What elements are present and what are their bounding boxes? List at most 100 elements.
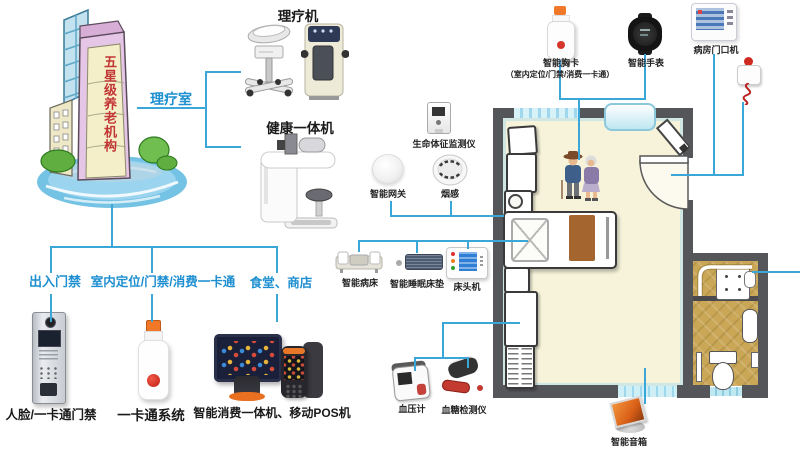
room-wall-right-lower: [683, 200, 693, 398]
card-system-device: [135, 320, 169, 402]
mattress-sensor-pod: [396, 260, 402, 266]
label-speaker: 智能音箱: [610, 437, 648, 447]
badge-cap: [554, 6, 566, 15]
connector-glucose: [467, 357, 469, 368]
watch-digits-1: [640, 29, 650, 31]
label-physio-machine: 理疗机: [277, 9, 319, 24]
connector-bp: [414, 357, 416, 371]
vital-base: [435, 129, 443, 133]
label-glucose-meter: 血糖检测仪: [441, 405, 487, 415]
door-station-btn1: [727, 10, 733, 13]
connector-smoke: [450, 201, 452, 217]
watch-device: [626, 13, 664, 55]
connector-badge: [559, 60, 561, 100]
connector-wearable-h: [559, 98, 646, 100]
bedside-unit-device: [446, 247, 488, 279]
radiator-shelf: [505, 345, 535, 389]
connector-dev2: [151, 294, 153, 322]
bedside-speaker: [480, 256, 483, 266]
pos-terminal-device: [212, 334, 284, 402]
room-wall-top: [493, 108, 693, 118]
room-wall-left: [493, 108, 503, 398]
toilet-bowl: [712, 362, 734, 390]
room-window-top: [514, 108, 580, 118]
connector-zone1: [50, 246, 52, 273]
door-station-btn2: [727, 16, 733, 19]
room-window-bottom: [618, 386, 677, 397]
watch-case: [628, 17, 662, 51]
connector-to-door: [671, 174, 744, 176]
pos-base: [229, 392, 265, 401]
connector-to-person: [578, 98, 580, 160]
label-face-access: 人脸/一卡通门禁: [5, 408, 97, 422]
connector-call-button: [742, 102, 744, 176]
room-overlay: [639, 155, 752, 296]
label-gateway: 智能网关: [369, 189, 407, 199]
card-device-body: [138, 340, 169, 400]
vital-screen: [432, 107, 445, 116]
bathroom-sink: [742, 309, 758, 343]
commode-armrest: [744, 271, 756, 288]
bathroom-door: [710, 387, 742, 396]
door-leaf: [639, 155, 689, 164]
smart-bed-device: [335, 251, 383, 273]
face-access-device: [32, 312, 66, 404]
connector-zone2: [151, 246, 153, 273]
gateway-device: [372, 154, 404, 184]
door-station-btn3: [727, 22, 733, 25]
connector-bed2: [416, 240, 418, 253]
bp-body: [391, 364, 431, 402]
connector-speaker: [644, 368, 646, 404]
pos-screen: [214, 334, 282, 382]
label-physio-room: 理疗室: [150, 91, 192, 107]
bp-accent: [416, 383, 427, 396]
card-device-button: [147, 374, 160, 387]
connector-physio-room: [137, 107, 206, 109]
label-pos: 智能消费一体机、移动POS机: [193, 406, 351, 420]
connector-health-room: [442, 322, 520, 324]
label-mattress: 智能睡眠床垫: [389, 279, 445, 289]
connector-bed1: [358, 240, 360, 252]
bath-fixture: [751, 352, 759, 368]
connector-health-v: [442, 322, 444, 359]
connector-health-h: [414, 357, 469, 359]
connector-bed3: [467, 240, 469, 249]
badge-body: [547, 21, 575, 60]
building-sign: 五星级养老机构: [102, 55, 117, 153]
shower-rail: [698, 265, 752, 296]
watch-lug-bottom: [638, 48, 652, 55]
label-smart-bed: 智能病床: [341, 278, 379, 288]
elderly-couple: [561, 151, 600, 201]
bedside-screen: [459, 252, 477, 271]
radiator-slats: [508, 348, 532, 386]
bedside-btn-green: [451, 266, 455, 270]
label-vital-monitor: 生命体征监测仪: [412, 139, 476, 149]
label-smoke: 烟感: [440, 189, 460, 199]
label-indoor-zone: 室内定位/门禁/消费一卡通: [90, 275, 236, 289]
air-conditioner: [604, 103, 656, 131]
connector-dev3: [276, 294, 278, 322]
door-station-screen: [696, 8, 724, 30]
bed-footboard: [606, 217, 609, 259]
label-badge: 智能胸卡: [542, 58, 580, 68]
glucose-drop: [477, 385, 483, 391]
side-table-lamp: [508, 194, 523, 209]
label-bp-meter: 血压计: [398, 404, 426, 414]
physio-cart-device: [244, 24, 294, 97]
connector-physio-bracket: [205, 71, 207, 148]
health-kiosk-device: [260, 133, 338, 229]
pos-handheld-back: [303, 342, 323, 398]
access-screen: [38, 330, 61, 347]
connector-dev1: [50, 294, 52, 322]
label-health-kiosk: 健康一体机: [266, 121, 334, 136]
connector-door-station: [713, 54, 715, 176]
mattress-device: [405, 254, 443, 270]
physio-tower-device: [301, 23, 349, 100]
door-swing: [639, 160, 689, 210]
glucose-meter-device: [440, 353, 488, 402]
connector-zone3: [276, 246, 278, 273]
pos-handheld-screen: [284, 356, 304, 380]
access-speaker: [39, 350, 58, 362]
label-canteen-zone: 食堂、商店: [249, 276, 313, 290]
call-button-device: [735, 57, 761, 105]
